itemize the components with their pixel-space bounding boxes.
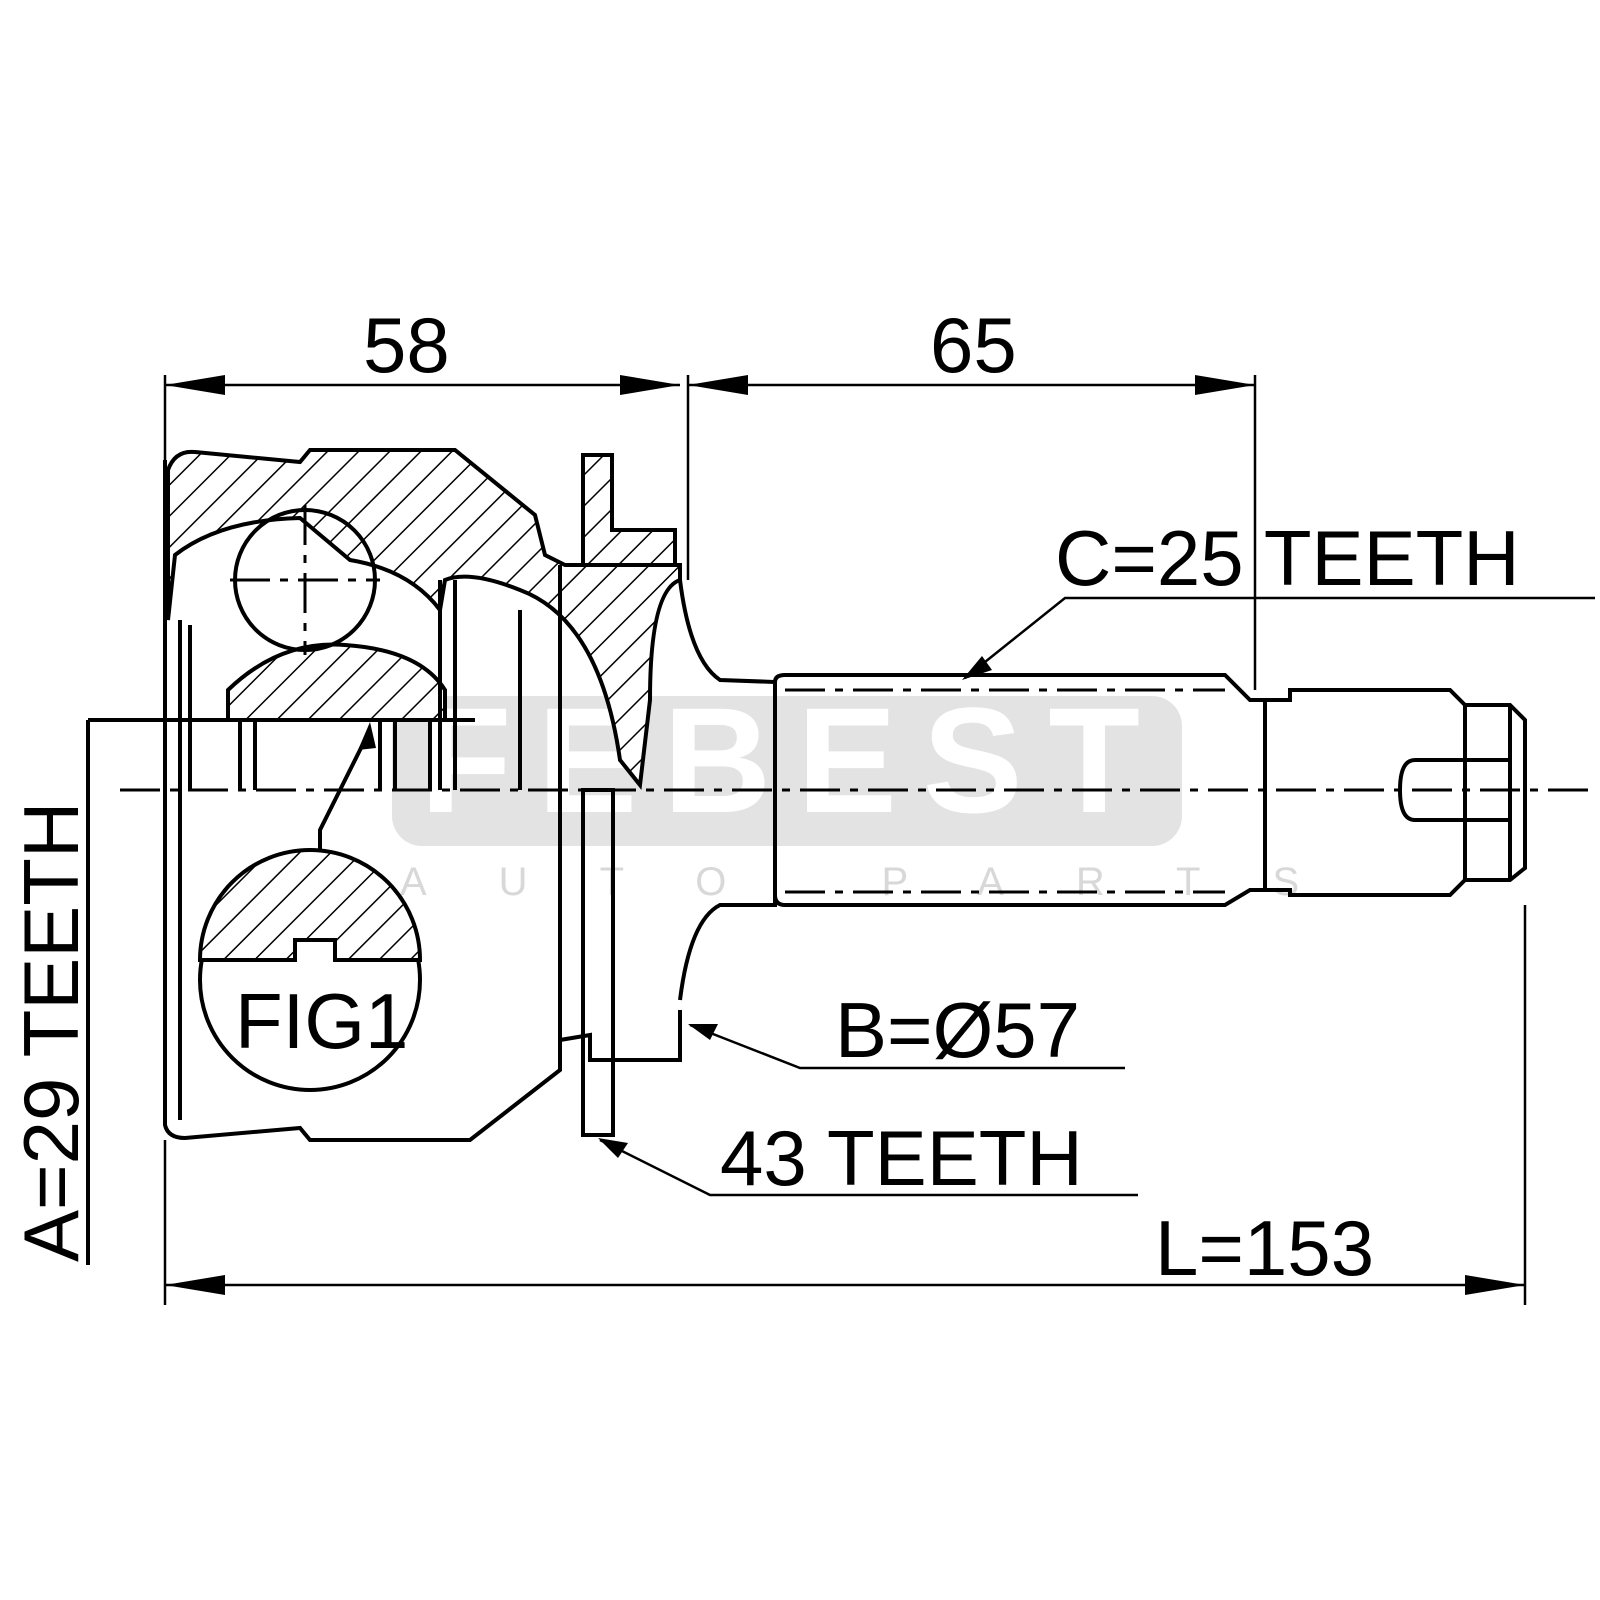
- abs-teeth-label: 43 TEETH: [720, 1114, 1083, 1202]
- dimension-lines: [163, 375, 1595, 1305]
- dimension-65: 65: [930, 301, 1017, 389]
- fig1-label: FIG1: [235, 977, 408, 1065]
- watermark-band: [392, 696, 1182, 846]
- spline-a-label: A=29 TEETH: [7, 802, 95, 1262]
- length-l-label: L=153: [1155, 1204, 1374, 1292]
- abs-ring: [581, 453, 677, 1137]
- watermark-tagline: AUTO PARTS: [400, 860, 1371, 904]
- outer-race-housing: [163, 448, 682, 1142]
- watermark: FEBEST AUTO PARTS: [392, 676, 1371, 904]
- ball: [230, 505, 380, 655]
- fig1-detail: FIG1: [197, 848, 423, 1092]
- spline-c-label: C=25 TEETH: [1055, 514, 1520, 602]
- dimension-58: 58: [363, 301, 450, 389]
- stub-shaft: [678, 579, 1527, 1001]
- diameter-b-label: B=Ø57: [835, 986, 1080, 1074]
